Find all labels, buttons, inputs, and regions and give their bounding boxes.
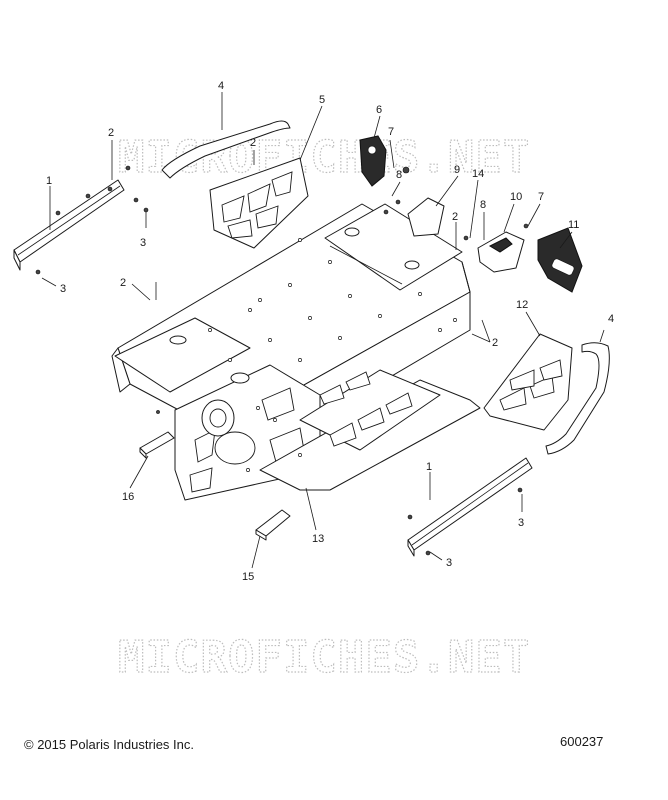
- tunnel-assembly: [111, 203, 481, 501]
- right-footrest: [483, 333, 573, 431]
- panel-11: [537, 227, 583, 293]
- bracket-9: [383, 197, 445, 237]
- callout-12: 12: [516, 299, 528, 311]
- callout-5: 5: [319, 94, 325, 106]
- right-rail: [407, 457, 533, 557]
- callout-labels: 1 1 2 2 2 2 2 3 3 3 3 4 4 5 6 7 7 8 8 9 …: [46, 80, 614, 583]
- callout-2-e: 2: [492, 337, 498, 349]
- left-grab-bar: [161, 120, 291, 179]
- callout-4-right: 4: [608, 313, 614, 325]
- watermark-bottom: MICROFICHES.NET: [118, 632, 530, 683]
- callout-2-c: 2: [452, 211, 458, 223]
- callout-13: 13: [312, 533, 324, 545]
- callout-2-b: 2: [250, 137, 256, 149]
- callout-16: 16: [122, 491, 134, 503]
- callout-15: 15: [242, 571, 254, 583]
- leader-lines: [41, 92, 605, 569]
- left-rail: [13, 165, 149, 275]
- callout-10: 10: [510, 191, 522, 203]
- bracket-6: [359, 135, 410, 187]
- callout-2-d: 2: [120, 277, 126, 289]
- callout-3-b: 3: [60, 283, 66, 295]
- callout-1-right: 1: [426, 461, 432, 473]
- running-board-grid: [319, 371, 413, 447]
- callout-3-c: 3: [518, 517, 524, 529]
- left-footrest: [209, 157, 309, 249]
- bracket-15: [255, 509, 291, 541]
- callout-8-b: 8: [480, 199, 486, 211]
- document-number: 600237: [560, 734, 604, 749]
- callout-8-a: 8: [396, 169, 402, 181]
- callout-7-b: 7: [538, 191, 544, 203]
- callout-4-left: 4: [218, 80, 224, 92]
- panel-10: [463, 223, 529, 273]
- callout-3-a: 3: [140, 237, 146, 249]
- copyright-notice: © 2015 Polaris Industries Inc.: [24, 737, 194, 752]
- callout-9: 9: [454, 164, 460, 176]
- callout-7-a: 7: [388, 126, 394, 138]
- right-grab-bar: [545, 342, 610, 455]
- callout-11: 11: [568, 219, 579, 231]
- callout-2-a: 2: [108, 127, 114, 139]
- callout-6: 6: [376, 104, 382, 116]
- callout-1-left: 1: [46, 175, 52, 187]
- callout-14: 14: [472, 168, 484, 180]
- callout-3-d: 3: [446, 557, 452, 569]
- bracket-16: [139, 410, 175, 459]
- tunnel-holes: [208, 238, 457, 472]
